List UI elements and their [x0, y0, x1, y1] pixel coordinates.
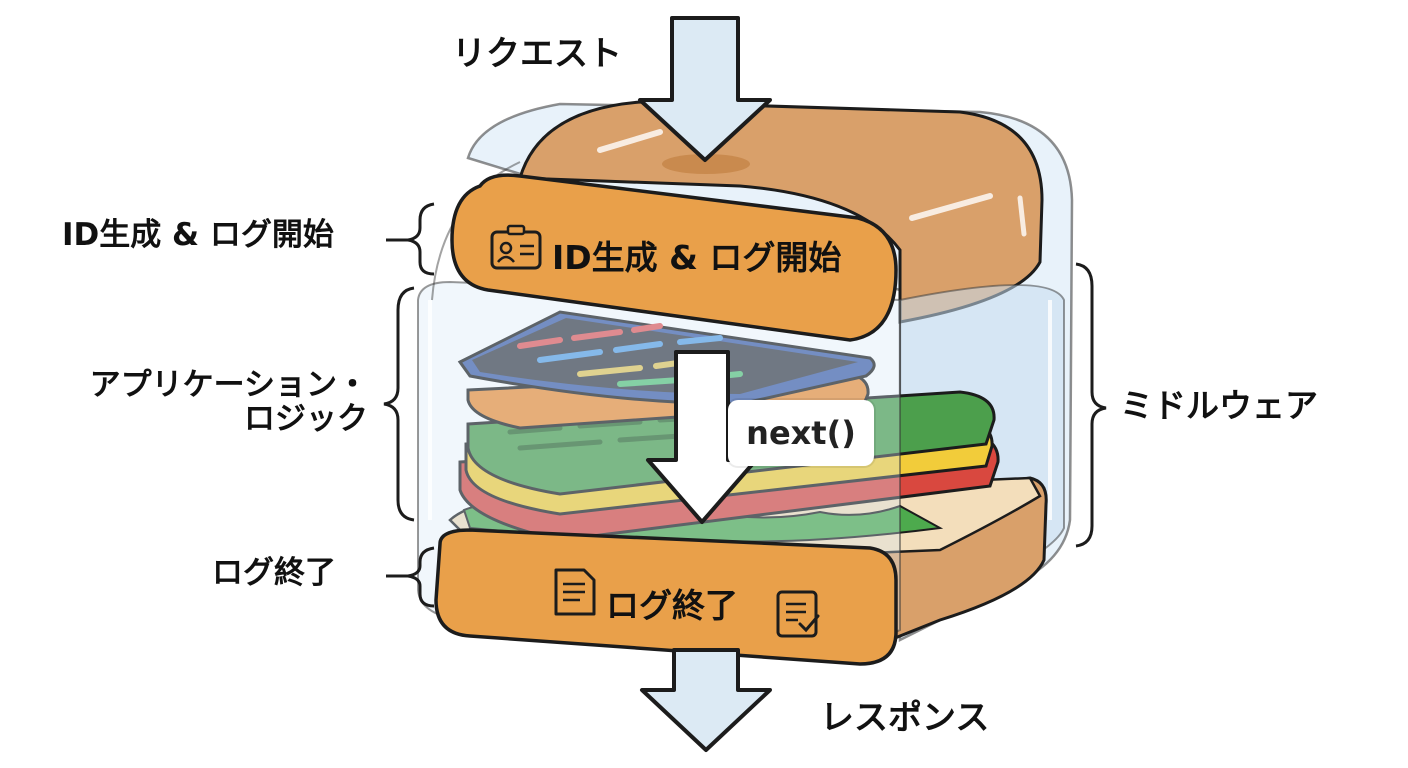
id-start-side-label: ID生成 & ログ開始	[62, 217, 334, 253]
id-card-icon	[490, 224, 542, 270]
id-start-bun-label: ID生成 & ログ開始	[552, 238, 842, 277]
bracket-middleware	[1075, 262, 1107, 548]
log-end-side-label: ログ終了	[212, 555, 336, 591]
document-icon	[554, 568, 596, 616]
app-logic-side-label: アプリケーション・ ロジック	[30, 368, 368, 436]
code-panel	[472, 318, 858, 394]
top-bun-back	[518, 100, 1044, 324]
bottom-bun-front	[434, 528, 898, 666]
next-call-label: next()	[746, 414, 856, 452]
request-arrow	[638, 16, 772, 162]
response-label: レスポンス	[820, 698, 990, 738]
bracket-app-logic	[383, 286, 415, 522]
next-call-box: next()	[728, 400, 874, 466]
middleware-label: ミドルウェア	[1120, 386, 1318, 425]
top-bun-front	[450, 173, 898, 342]
request-label: リクエスト	[452, 34, 622, 74]
bun-dent	[662, 154, 750, 174]
app-logic-line-1: アプリケーション・	[89, 367, 368, 403]
next-arrow	[646, 350, 758, 524]
bracket-id-start	[407, 202, 435, 276]
response-arrow	[640, 648, 772, 752]
app-logic-line-2: ロジック	[244, 401, 368, 438]
checklist-icon	[776, 590, 820, 638]
log-end-bun-label: ログ終了	[606, 586, 738, 625]
